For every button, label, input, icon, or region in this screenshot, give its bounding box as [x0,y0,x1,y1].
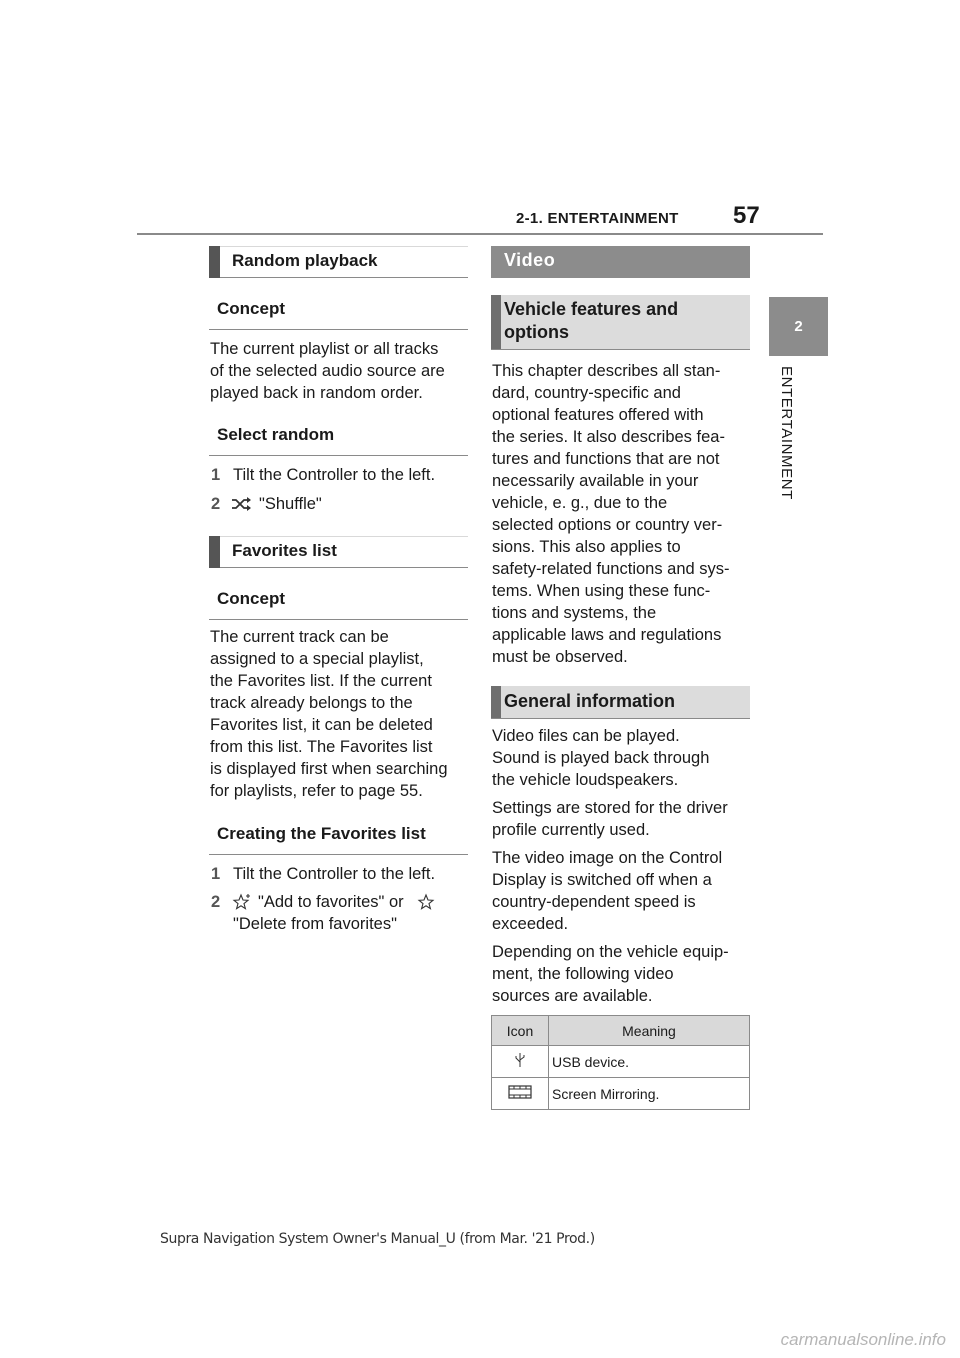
text-line: sions. This also applies to [492,538,681,556]
header-rule [137,233,823,235]
text-line: ment, the following video [492,965,674,983]
heading-creating-favorites: Creating the Favorites list [209,821,468,855]
text-line: of the selected audio source are [210,362,445,380]
paragraph-favorites-concept: The current track can be assigned to a s… [210,626,448,802]
heading-select-random: Select random [209,422,468,456]
text-line: This chapter describes all stan- [492,362,721,380]
table-header-row: Icon Meaning [491,1015,750,1046]
text-line: exceeded. [492,915,569,933]
table-header-icon: Icon [491,1015,549,1046]
shuffle-icon [232,497,251,511]
heading-concept-1-text: Concept [217,299,285,318]
text-line: assigned to a special playlist, [210,650,424,668]
text-line: played back in random order. [210,384,423,402]
heading-select-random-text: Select random [217,425,335,444]
text-line: Settings are stored for the driver [492,799,728,817]
chapter-label-text: ENTERTAINMENT [778,366,795,500]
text-line: Favorites list, it can be deleted [210,716,433,734]
text-line: the series. It also describes fea- [492,428,725,446]
text-line: must be observed. [492,648,628,666]
text-line: Display is switched off when a [492,871,712,889]
star-add-icon [232,893,250,910]
step-2-favorites: 2 "Add to favorites" or "Delete from fav… [211,891,461,937]
step-2-random: 2 "Shuffle" [211,493,451,515]
text-line: safety-related functions and sys- [492,560,730,578]
heading-favorites-list: Favorites list [209,536,468,568]
paragraph-vehicle-features: This chapter describes all stan- dard, c… [492,360,730,668]
heading-general-information: General information [491,686,750,719]
text-line: necessarily available in your [492,472,699,490]
footer-text: Supra Navigation System Owner's Manual_U… [160,1231,595,1247]
step-text-continued: "Delete from favorites" [233,915,397,933]
text-line: sources are available. [492,987,653,1005]
text-line: selected options or country ver- [492,516,723,534]
heading-vehicle-features-line-1: Vehicle features and [504,299,679,319]
step-text: "Add to favorites" or [258,893,404,911]
text-line: The current playlist or all tracks [210,340,439,358]
table-cell-meaning: Screen Mirroring. [548,1077,750,1110]
text-line: vehicle, e. g., due to the [492,494,668,512]
heading-vehicle-features: Vehicle features and options [491,295,750,350]
step-number: 2 [211,495,221,513]
text-line: The current track can be [210,628,389,646]
watermark: carmanualsonline.info [780,1330,946,1349]
star-icon [417,893,435,910]
video-sources-table: Icon Meaning USB device. Screen Mirrorin… [491,1015,750,1110]
heading-favorites-list-text: Favorites list [232,541,337,560]
step-text: Tilt the Controller to the left. [233,865,436,883]
heading-random-playback: Random playback [209,246,468,278]
text-line: tions and systems, the [492,604,657,622]
text-line: optional features offered with [492,406,704,424]
text-line: Sound is played back through [492,749,710,767]
text-line: from this list. The Favorites list [210,738,433,756]
table-row: USB device. [491,1045,750,1078]
step-number: 1 [211,865,221,883]
text-line: Depending on the vehicle equip- [492,943,729,961]
paragraph-general-3: The video image on the Control Display i… [492,847,722,935]
table-cell-icon [491,1077,549,1110]
text-line: dard, country-specific and [492,384,681,402]
step-number: 2 [211,893,221,911]
text-line: for playlists, refer to page 55. [210,782,423,800]
section-title: 2-1. ENTERTAINMENT [516,210,679,227]
chapter-tab: 2 [769,297,828,356]
paragraph-random-concept: The current playlist or all tracks of th… [210,338,445,404]
text-line: the vehicle loudspeakers. [492,771,679,789]
text-line: tures and functions that are not [492,450,720,468]
heading-video-text: Video [504,250,556,270]
text-line: is displayed first when searching [210,760,448,778]
text-line: Video files can be played. [492,727,680,745]
usb-icon [515,1053,525,1067]
text-line: the Favorites list. If the current [210,672,432,690]
heading-random-playback-text: Random playback [232,251,378,270]
paragraph-general-4: Depending on the vehicle equip- ment, th… [492,941,729,1007]
heading-video: Video [491,246,750,278]
table-cell-icon [491,1045,549,1078]
paragraph-general-2: Settings are stored for the driver profi… [492,797,728,841]
screen-mirroring-icon [508,1085,532,1099]
text-line: The video image on the Control [492,849,723,867]
text-line: tems. When using these func- [492,582,711,600]
paragraph-general-1: Video files can be played. Sound is play… [492,725,709,791]
table-cell-meaning: USB device. [548,1045,750,1078]
heading-concept-2: Concept [209,586,468,620]
text-line: applicable laws and regulations [492,626,722,644]
text-line: profile currently used. [492,821,650,839]
heading-general-information-text: General information [504,691,676,711]
table-header-meaning: Meaning [548,1015,750,1046]
step-number: 1 [211,466,221,484]
table-row: Screen Mirroring. [491,1077,750,1110]
text-line: track already belongs to the [210,694,413,712]
heading-vehicle-features-line-2: options [504,322,569,342]
step-text: Tilt the Controller to the left. [233,466,436,484]
heading-concept-1: Concept [209,296,468,330]
text-line: country-dependent speed is [492,893,696,911]
chapter-label: ENTERTAINMENT [770,366,800,516]
heading-creating-favorites-text: Creating the Favorites list [217,824,426,843]
heading-concept-2-text: Concept [217,589,285,608]
step-text: "Shuffle" [259,495,322,513]
page-number: 57 [733,202,760,229]
